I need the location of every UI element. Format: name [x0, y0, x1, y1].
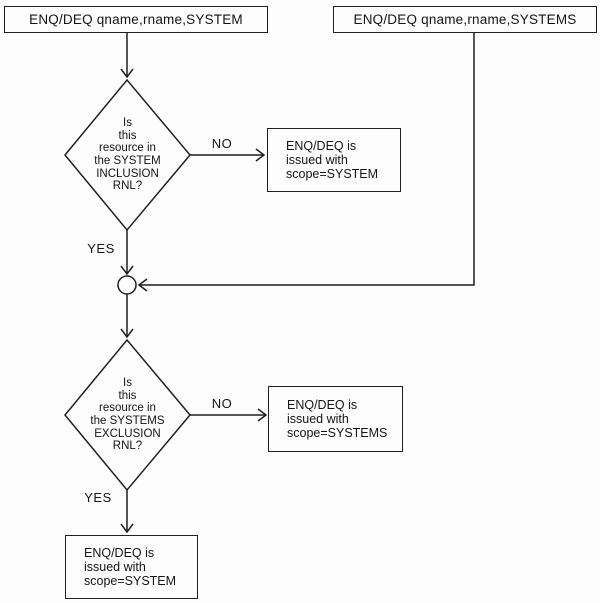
result-box-scope-systems: ENQ/DEQ is issued with scope=SYSTEMS	[268, 386, 403, 452]
decision-exclusion-label: Is this resource in the SYSTEMS EXCLUSIO…	[90, 377, 165, 453]
connector-start-system-to-inclusion	[120, 33, 134, 79]
connector-junction-to-exclusion	[120, 294, 134, 339]
start-box-system: ENQ/DEQ qname,rname,SYSTEM	[4, 6, 268, 33]
start-box-systems-label: ENQ/DEQ qname,rname,SYSTEMS	[353, 12, 577, 27]
connector-exclusion-yes	[120, 490, 134, 534]
connector-inclusion-yes-to-junction	[120, 230, 134, 276]
edge-label-yes-exclusion: YES	[84, 490, 112, 505]
start-box-systems: ENQ/DEQ qname,rname,SYSTEMS	[333, 6, 597, 33]
result-box-scope-system-top-label: ENQ/DEQ is issued with scope=SYSTEM	[286, 139, 379, 181]
junction-circle	[117, 275, 137, 295]
result-box-scope-system-top: ENQ/DEQ is issued with scope=SYSTEM	[267, 128, 401, 192]
connector-exclusion-no	[190, 408, 268, 422]
edge-label-yes-inclusion: YES	[87, 241, 115, 256]
connector-inclusion-no	[190, 148, 266, 162]
edge-label-no-exclusion: NO	[211, 396, 233, 411]
edge-label-no-inclusion: NO	[211, 136, 233, 151]
result-box-scope-systems-label: ENQ/DEQ is issued with scope=SYSTEMS	[287, 398, 388, 440]
start-box-system-label: ENQ/DEQ qname,rname,SYSTEM	[29, 12, 243, 27]
connector-start-systems-to-junction	[137, 33, 475, 292]
result-box-scope-system-bottom-label: ENQ/DEQ is issued with scope=SYSTEM	[84, 546, 177, 588]
decision-inclusion-label: Is this resource in the SYSTEM INCLUSION…	[94, 117, 161, 193]
result-box-scope-system-bottom: ENQ/DEQ is issued with scope=SYSTEM	[65, 535, 198, 599]
